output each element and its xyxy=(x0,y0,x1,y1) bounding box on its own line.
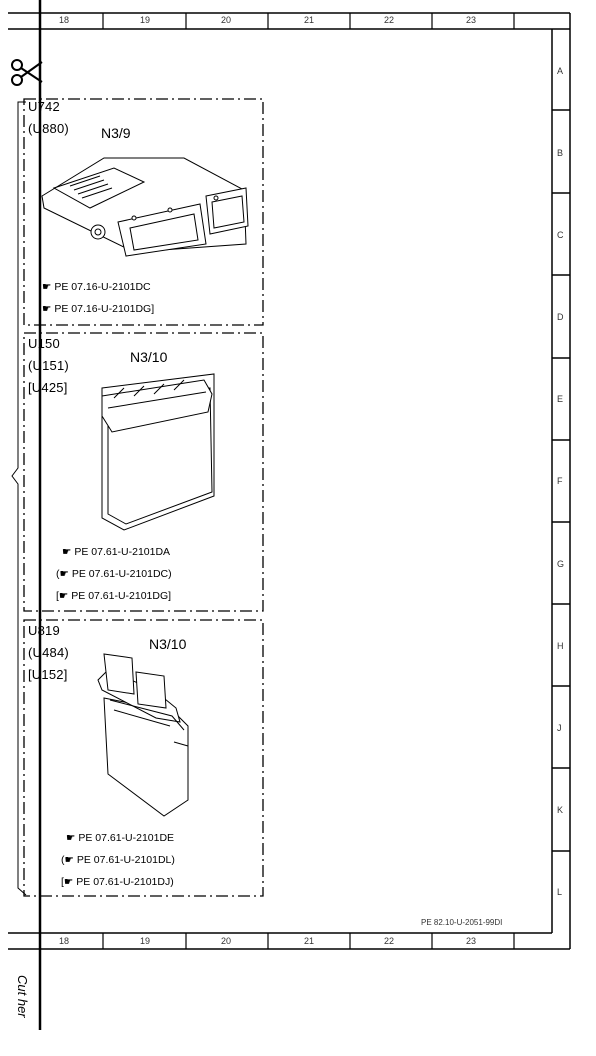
column-label: 20 xyxy=(221,936,232,946)
drawing-reference: PE 82.10-U-2051-99DI xyxy=(421,918,503,927)
pointing-hand-icon: ☛ xyxy=(58,590,69,602)
reference-text: PE 07.61-U-2101DJ) xyxy=(76,876,174,888)
component-label: N3/9 xyxy=(101,125,131,141)
column-label: 21 xyxy=(304,936,315,946)
column-label: 20 xyxy=(221,15,232,25)
pointing-hand-icon: ☛ xyxy=(42,303,52,315)
reference-line: [☛ PE 07.61-U-2101DJ) xyxy=(61,876,174,888)
variant-code: (U484) xyxy=(28,645,69,660)
row-label: E xyxy=(557,394,564,404)
component-label: N3/10 xyxy=(130,349,168,365)
reference-text: PE 07.61-U-2101DC) xyxy=(71,568,172,580)
row-label: D xyxy=(557,312,564,322)
reference-line: ☛ PE 07.16-U-2101DG] xyxy=(42,303,154,315)
row-label: H xyxy=(557,641,564,651)
column-label: 21 xyxy=(304,15,315,25)
bracket-open: ( xyxy=(56,568,60,580)
reference-line: [☛ PE 07.61-U-2101DG] xyxy=(56,590,171,602)
cut-here-label: Cut her xyxy=(15,975,30,1018)
reference-text: PE 07.61-U-2101DE xyxy=(78,832,175,844)
bracket-open: ( xyxy=(61,854,65,866)
reference-line: (☛ PE 07.61-U-2101DC) xyxy=(56,568,172,580)
column-label: 23 xyxy=(466,15,477,25)
reference-text: PE 07.61-U-2101DA xyxy=(74,546,171,558)
control-unit-n3-10-drawing xyxy=(101,373,215,531)
row-label: A xyxy=(557,66,564,76)
reference-line: ☛ PE 07.16-U-2101DC xyxy=(42,281,151,293)
row-label: K xyxy=(557,805,564,815)
pointing-hand-icon: ☛ xyxy=(59,568,69,580)
reference-text: PE 07.61-U-2101DL) xyxy=(76,854,175,866)
column-label: 19 xyxy=(140,936,151,946)
variant-code: (U151) xyxy=(28,358,69,373)
reference-text: PE 07.16-U-2101DG] xyxy=(54,303,155,315)
row-label: B xyxy=(557,148,564,158)
variant-code: U150 xyxy=(28,336,60,351)
variant-code: (U880) xyxy=(28,121,69,136)
row-label: L xyxy=(557,887,563,897)
pointing-hand-icon: ☛ xyxy=(63,876,74,888)
column-label: 18 xyxy=(59,936,70,946)
pointing-hand-icon: ☛ xyxy=(42,281,52,293)
column-label: 22 xyxy=(384,936,395,946)
control-unit-n3-9-drawing xyxy=(41,157,249,257)
variant-code: [U425] xyxy=(28,380,68,395)
reference-line: ☛ PE 07.61-U-2101DE xyxy=(66,832,174,844)
reference-line: ☛ PE 07.61-U-2101DA xyxy=(62,546,170,558)
reference-text: PE 07.16-U-2101DC xyxy=(54,281,151,293)
row-label: G xyxy=(557,559,565,569)
variant-code: [U152] xyxy=(28,667,68,682)
reference-text: PE 07.61-U-2101DG] xyxy=(71,590,172,602)
column-label: 22 xyxy=(384,15,395,25)
pointing-hand-icon: ☛ xyxy=(62,546,72,558)
bracket-open: [ xyxy=(56,590,59,602)
row-label: C xyxy=(557,230,564,240)
column-label: 19 xyxy=(140,15,151,25)
row-label: J xyxy=(557,723,562,733)
scissors-icon xyxy=(11,59,43,86)
component-label: N3/10 xyxy=(149,636,187,652)
column-label: 23 xyxy=(466,936,477,946)
variant-code: U742 xyxy=(28,99,60,114)
pointing-hand-icon: ☛ xyxy=(66,832,76,844)
variant-code: U819 xyxy=(28,623,60,638)
bracket-open: [ xyxy=(61,876,64,888)
column-label: 18 xyxy=(59,15,70,25)
pointing-hand-icon: ☛ xyxy=(64,854,74,866)
control-unit-n3-10-alt-drawing xyxy=(97,653,189,817)
reference-line: (☛ PE 07.61-U-2101DL) xyxy=(61,854,175,866)
row-label: F xyxy=(557,476,563,486)
